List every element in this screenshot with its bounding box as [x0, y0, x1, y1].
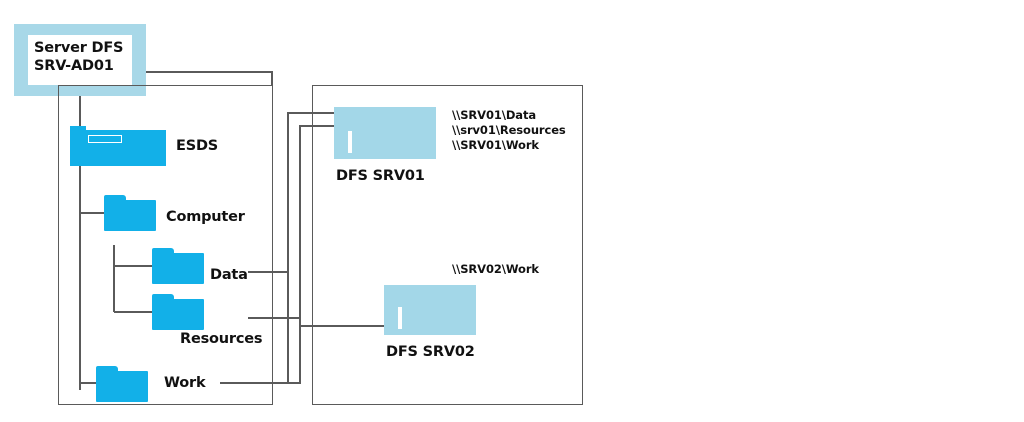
- folder-tab: [96, 366, 118, 372]
- tree-label-resources: Resources: [180, 331, 263, 347]
- share-path: \\srv01\Resources: [452, 123, 566, 138]
- folder-body: [104, 200, 156, 231]
- server-icon-srv01[interactable]: [334, 107, 436, 159]
- folder-icon-resources[interactable]: [152, 294, 204, 330]
- server-dfs-line2: SRV-AD01: [34, 58, 114, 75]
- namespace-container: [58, 85, 273, 405]
- folder-tab: [104, 195, 126, 201]
- folder-body: [96, 371, 148, 402]
- share-paths-srv01: \\SRV01\Data \\srv01\Resources \\SRV01\W…: [452, 108, 566, 154]
- share-path: \\SRV02\Work: [452, 262, 539, 276]
- server-label-srv01: DFS SRV01: [336, 168, 425, 184]
- tree-label-data: Data: [210, 267, 248, 283]
- folder-icon-data[interactable]: [152, 248, 204, 284]
- targets-container: [312, 85, 583, 405]
- server-icon-srv02[interactable]: [384, 285, 476, 335]
- server-slot: [88, 135, 122, 143]
- tree-label-computer: Computer: [166, 209, 245, 225]
- server-stripe: [398, 307, 402, 329]
- folder-icon-computer[interactable]: [104, 195, 156, 231]
- server-label-srv02: DFS SRV02: [386, 344, 475, 360]
- share-path: \\SRV01\Work: [452, 138, 539, 153]
- server-folder-icon-esds[interactable]: [70, 126, 166, 166]
- folder-body: [70, 130, 166, 166]
- folder-icon-work[interactable]: [96, 366, 148, 402]
- server-stripe: [348, 131, 352, 153]
- share-path: \\SRV01\Data: [452, 108, 537, 122]
- tree-label-esds: ESDS: [176, 138, 219, 154]
- folder-body: [152, 253, 204, 284]
- server-dfs-badge-label: Server DFS SRV-AD01: [34, 39, 134, 75]
- folder-tab: [152, 294, 174, 300]
- share-paths-srv02: \\SRV02\Work: [452, 262, 539, 277]
- folder-tab: [152, 248, 174, 254]
- server-dfs-badge: Server DFS SRV-AD01: [14, 24, 146, 96]
- folder-tab: [70, 126, 86, 131]
- server-dfs-line1: Server DFS: [34, 40, 124, 56]
- server-dfs-badge-inner: Server DFS SRV-AD01: [28, 35, 132, 85]
- tree-label-work: Work: [164, 375, 206, 391]
- folder-body: [152, 299, 204, 330]
